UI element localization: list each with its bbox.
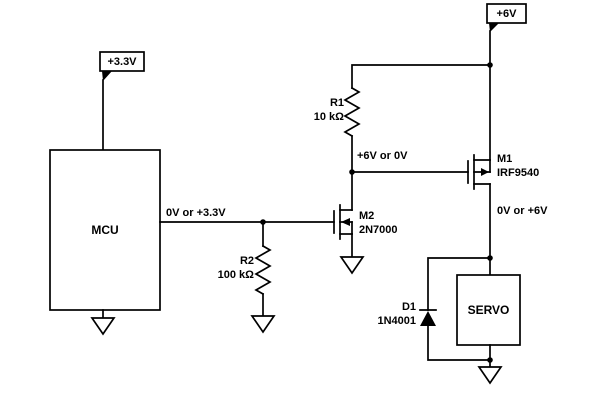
mcu-label: MCU	[91, 223, 119, 237]
power-flag-3v3-shape	[99, 51, 145, 81]
m2-ref-label: M2	[359, 210, 375, 222]
r1-value-label: 10 kΩ	[313, 111, 344, 123]
servo-label: SERVO	[467, 303, 510, 317]
mosfet-m2-symbol	[333, 204, 353, 240]
m1-value-label: IRF9540	[497, 167, 540, 179]
junction-dot-servo	[487, 357, 493, 363]
net-label-mcu-output: 0V or +3.3V	[166, 207, 226, 219]
net-label-m1-drain: 0V or +6V	[497, 205, 548, 217]
ground-r2-icon	[250, 315, 276, 334]
power-flag-6v-label: +6V	[496, 8, 517, 20]
r1-ref-label: R1	[329, 97, 344, 109]
r2-ref-label: R2	[239, 255, 254, 267]
ground-m2-icon	[339, 256, 365, 275]
d1-value-label: 1N4001	[377, 315, 416, 327]
diode-d1-symbol	[419, 257, 491, 361]
junction-dot-rail	[487, 62, 493, 68]
mcu-box	[49, 149, 161, 311]
d1-ref-label: D1	[401, 301, 416, 313]
r2-value-label: 100 kΩ	[217, 269, 254, 281]
power-flag-3v3-label: +3.3V	[107, 56, 137, 68]
servo-box	[456, 274, 521, 346]
power-flag-6v-shape	[486, 3, 527, 32]
ground-mcu-icon	[90, 309, 116, 336]
resistor-r2-symbol	[254, 221, 272, 317]
mosfet-m1-symbol	[467, 154, 491, 190]
m2-value-label: 2N7000	[359, 224, 398, 236]
m1-ref-label: M1	[497, 153, 513, 165]
ground-servo-icon	[477, 366, 503, 385]
net-label-m1-gate: +6V or 0V	[357, 150, 408, 162]
resistor-r1-symbol	[343, 64, 491, 173]
